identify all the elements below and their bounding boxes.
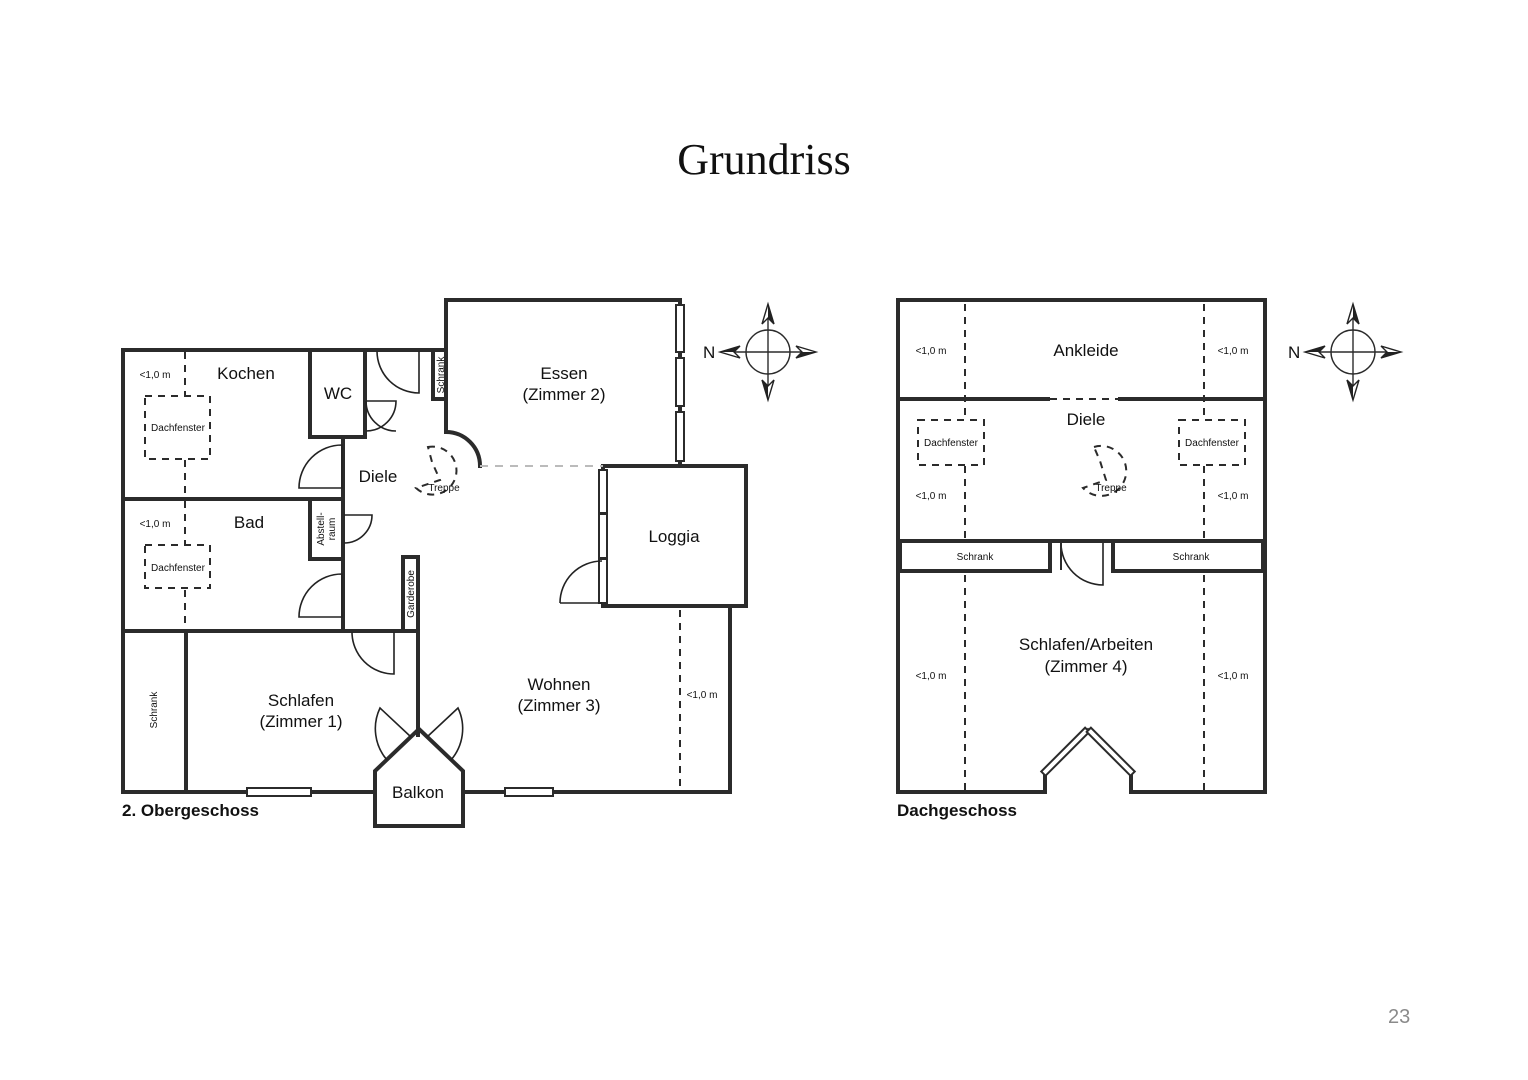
room-bad: Bad [234, 513, 264, 532]
room-ankleide: Ankleide [1053, 341, 1118, 360]
floor-label-dg: Dachgeschoss [897, 801, 1017, 820]
height-note: <1,0 m [1218, 491, 1249, 502]
compass-north-label: N [1288, 343, 1300, 362]
room-wohnen: Wohnen [527, 675, 590, 694]
page-number: 23 [1388, 1006, 1411, 1028]
room-schrank-left: Schrank [957, 552, 995, 563]
room-diele: Diele [1067, 410, 1106, 429]
floor-label-2og: 2. Obergeschoss [122, 801, 259, 820]
compass-icon [719, 303, 817, 401]
room-schlafen-sub: (Zimmer 1) [259, 712, 342, 731]
room-abstellraum: Abstell- [316, 512, 327, 545]
floor-plan-2og: Kochen <1,0 m Dachfenster WC Schrank Ess… [121, 298, 817, 828]
room-loggia: Loggia [648, 527, 700, 546]
stairs-label: Treppe [428, 483, 460, 494]
room-garderobe: Garderobe [406, 570, 417, 618]
room-wc: WC [324, 384, 352, 403]
room-essen: Essen [540, 364, 587, 383]
height-note: <1,0 m [140, 370, 171, 381]
skylight-label: Dachfenster [151, 423, 206, 434]
floor-plan-dg: Ankleide <1,0 m <1,0 m Diele Dachfenster… [896, 298, 1402, 820]
room-schlafen-arbeiten-sub: (Zimmer 4) [1044, 657, 1127, 676]
height-note: <1,0 m [916, 346, 947, 357]
skylight-label: Dachfenster [1185, 438, 1240, 449]
height-note: <1,0 m [1218, 671, 1249, 682]
compass-north-label: N [703, 343, 715, 362]
skylight-label: Dachfenster [924, 438, 979, 449]
height-note: <1,0 m [916, 671, 947, 682]
room-abstellraum-2: raum [327, 518, 338, 541]
room-schlafen-arbeiten: Schlafen/Arbeiten [1019, 635, 1153, 654]
room-schlafen: Schlafen [268, 691, 334, 710]
skylight-label: Dachfenster [151, 563, 206, 574]
room-wohnen-sub: (Zimmer 3) [517, 696, 600, 715]
room-kochen: Kochen [217, 364, 275, 383]
room-balkon: Balkon [392, 783, 444, 802]
page-title: Grundriss [677, 135, 851, 184]
room-schrank: Schrank [436, 356, 447, 394]
room-schrank-left: Schrank [149, 691, 160, 729]
height-note: <1,0 m [140, 519, 171, 530]
height-note: <1,0 m [687, 690, 718, 701]
compass-icon [1304, 303, 1402, 401]
height-note: <1,0 m [916, 491, 947, 502]
room-essen-sub: (Zimmer 2) [522, 385, 605, 404]
stairs-label: Treppe [1095, 483, 1127, 494]
room-schrank-right: Schrank [1173, 552, 1211, 563]
height-note: <1,0 m [1218, 346, 1249, 357]
room-diele: Diele [359, 467, 398, 486]
